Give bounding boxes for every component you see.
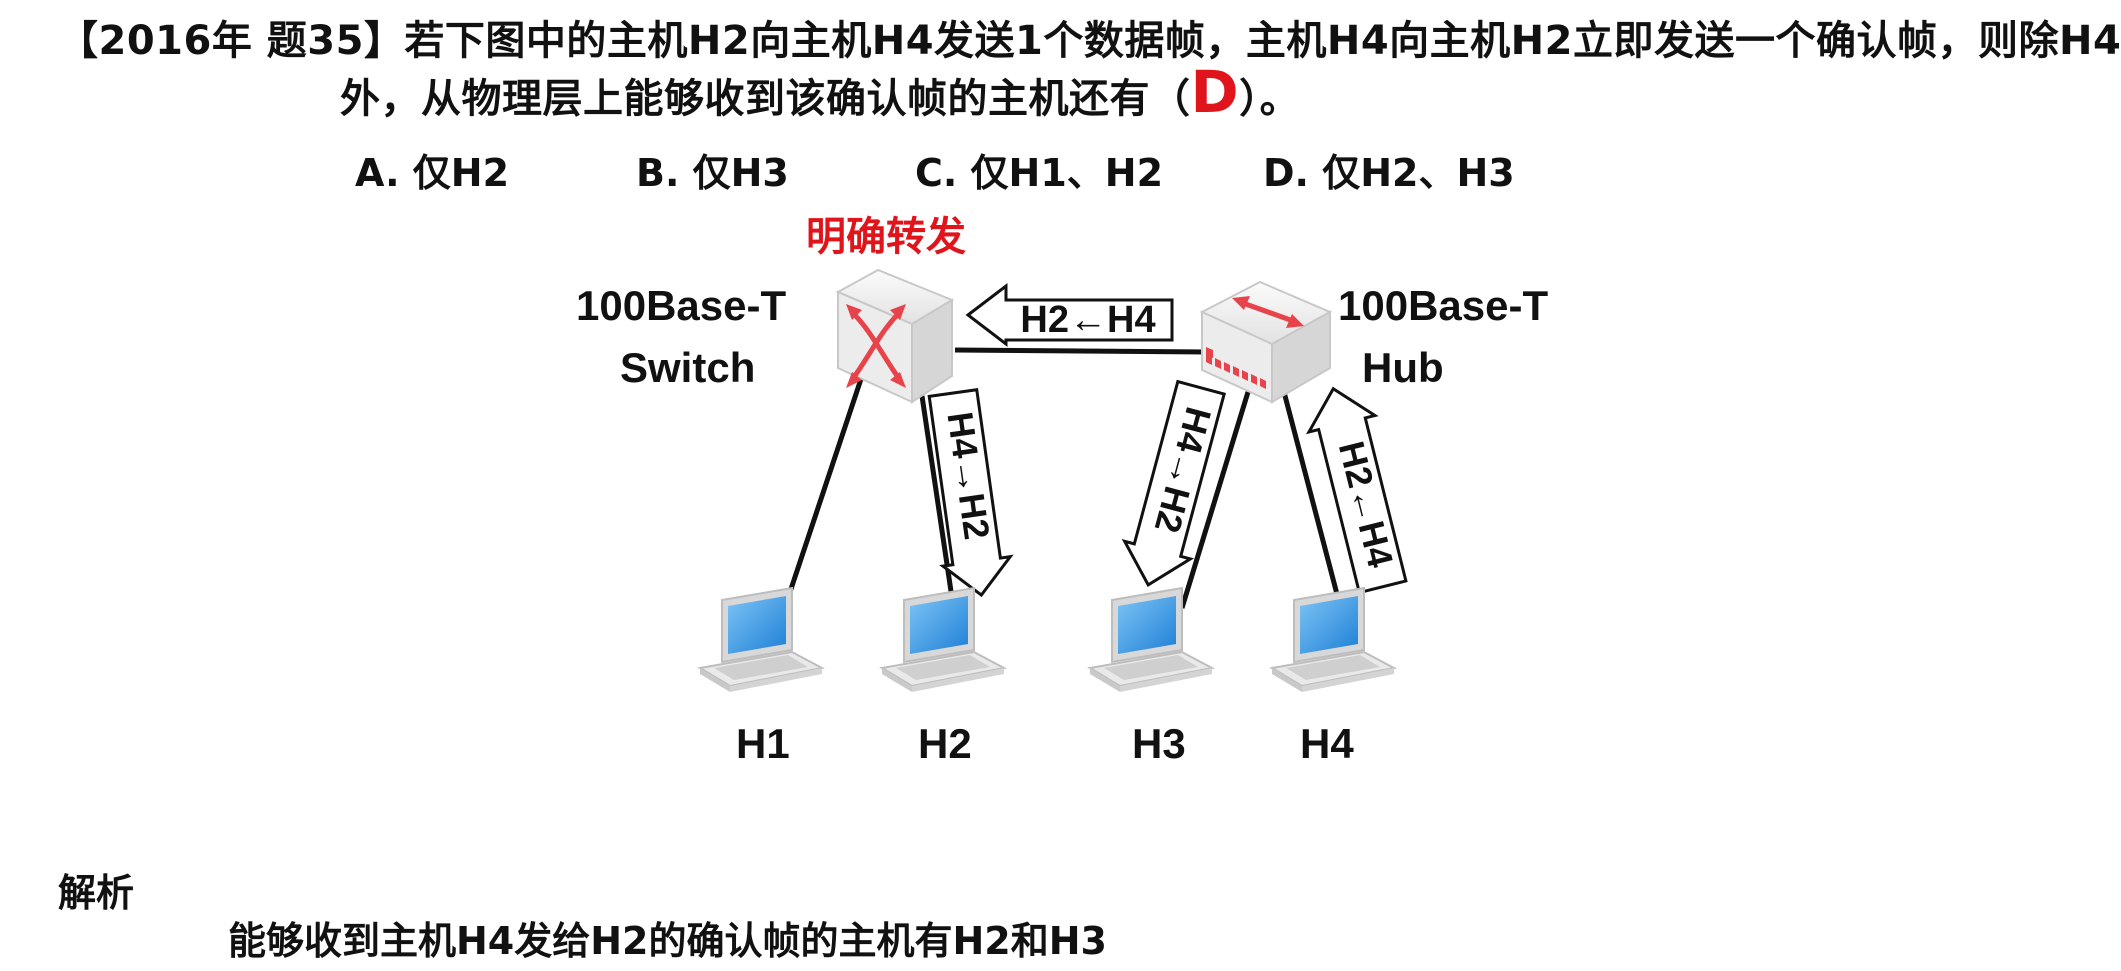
analysis-text: 能够收到主机H4发给H2的确认帧的主机有H2和H3 <box>228 919 1107 963</box>
hub-label-line2: Hub <box>1362 344 1444 391</box>
host-label-h3: H3 <box>1132 720 1186 767</box>
host-label-h1: H1 <box>736 720 790 767</box>
switch-label-line1: 100Base-T <box>576 282 787 329</box>
switch-forward-note: 明确转发 <box>806 214 966 260</box>
laptop-h2-icon <box>881 587 1005 693</box>
option-d: D. 仅H2、H3 <box>1263 151 1515 195</box>
frame-arrow-h4-hub: H2←H4 <box>1305 386 1408 595</box>
host-label-h4: H4 <box>1300 720 1354 767</box>
host-label-h2: H2 <box>918 720 972 767</box>
laptop-h4-icon <box>1271 587 1395 693</box>
switch-device <box>835 268 955 404</box>
question-tag: 【2016年 题35】 <box>58 18 405 64</box>
analysis-heading: 解析 <box>58 871 135 915</box>
switch-label-line2: Switch <box>620 344 756 391</box>
question-line-2: 外，从物理层上能够收到该确认帧的主机还有（D）。 <box>340 58 1300 126</box>
option-c: C. 仅H1、H2 <box>915 151 1164 195</box>
hub-device <box>1199 280 1333 404</box>
option-a: A. 仅H2 <box>355 151 510 195</box>
frame-arrow-hub-h3: H4→H2 <box>1121 379 1227 587</box>
network-diagram: H2←H4 H4→H2 H4→H2 H2←H4 <box>699 268 1408 693</box>
question-text-line2: 外，从物理层上能够收到该确认帧的主机还有（ <box>340 76 1191 122</box>
answer-mark: D <box>1190 58 1240 126</box>
hub-label-line1: 100Base-T <box>1338 282 1549 329</box>
frame-arrow-switch-h2: H4→H2 <box>927 388 1014 598</box>
question-text-line2-end: ）。 <box>1239 76 1301 122</box>
laptop-h3-icon <box>1089 587 1213 693</box>
option-b: B. 仅H3 <box>636 151 789 195</box>
frame-arrow-link: H2←H4 <box>965 282 1174 348</box>
frame-label-link: H2←H4 <box>1020 299 1155 341</box>
laptop-h1-icon <box>699 587 823 693</box>
question-text-line1: 若下图中的主机H2向主机H4发送1个数据帧，主机H4向主机H2立即发送一个确认帧… <box>404 18 2121 64</box>
network-cables <box>785 347 1341 609</box>
question-line-1: 【2016年 题35】若下图中的主机H2向主机H4发送1个数据帧，主机H4向主机… <box>58 8 2121 66</box>
